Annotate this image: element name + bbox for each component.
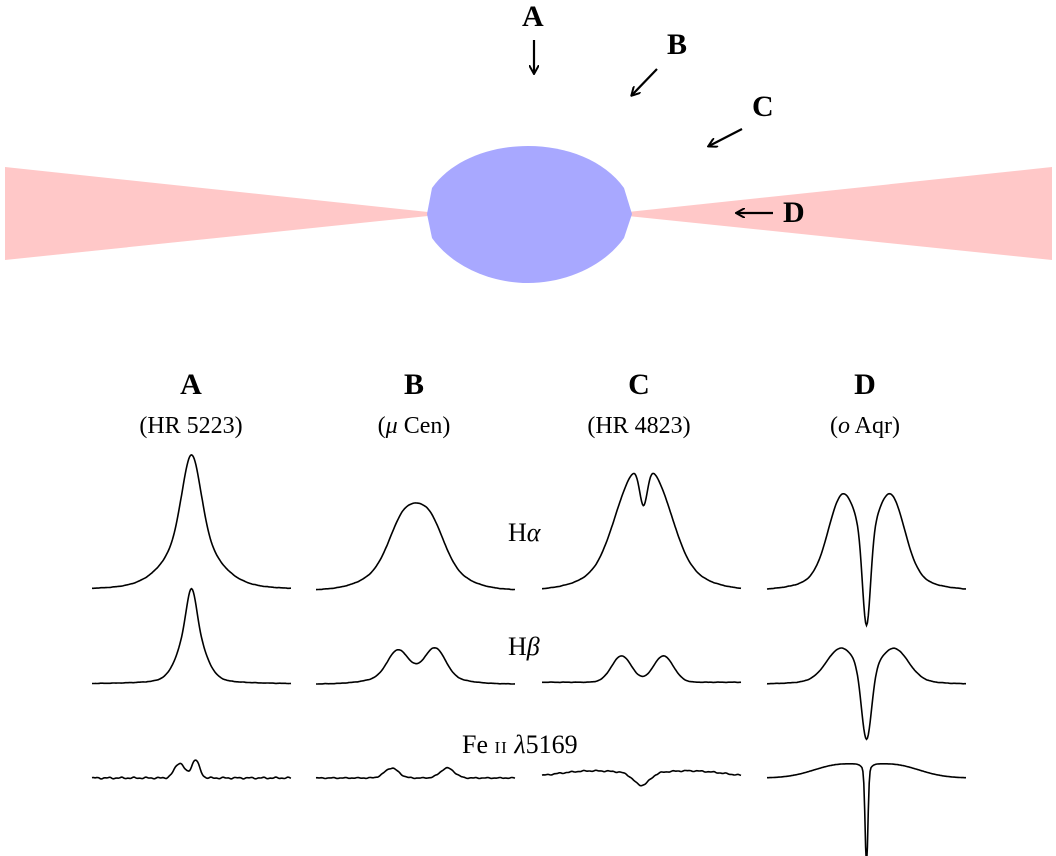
- line-label-halpha: Hα: [508, 520, 540, 546]
- profile-fe-c: [541, 769, 742, 787]
- view-label-a: A: [522, 0, 544, 33]
- profile-halpha-a: [92, 454, 291, 590]
- profile-hbeta-d: [766, 647, 966, 741]
- profile-halpha-b: [316, 502, 515, 591]
- star-name-open: (: [830, 413, 838, 439]
- profile-hbeta-a: [92, 587, 292, 685]
- star-name: (μ Cen): [314, 414, 514, 438]
- line-label-prefix: H: [508, 632, 527, 661]
- profile-halpha-d: [766, 492, 966, 628]
- line-label-prefix: H: [508, 518, 527, 547]
- view-label-c: C: [752, 90, 774, 123]
- column-letter: A: [180, 368, 202, 401]
- arrow-view-c: [709, 128, 743, 146]
- star-name-rest: Aqr): [850, 413, 900, 439]
- column-header-c: C (HR 4823): [539, 368, 739, 439]
- line-label-symbol: β: [526, 632, 540, 661]
- column-letter: D: [854, 368, 876, 401]
- profile-fe-b: [315, 766, 516, 780]
- star-name-rest: Cen): [397, 413, 451, 439]
- profile-fe-a: [91, 759, 292, 780]
- view-label-d: D: [783, 196, 805, 229]
- column-letter: C: [628, 368, 650, 401]
- column-header-b: B (μ Cen): [314, 368, 514, 439]
- line-label-fe: Fe II λ5169: [462, 732, 578, 758]
- view-label-b: B: [667, 28, 688, 61]
- star-greek-symbol: μ: [385, 413, 398, 439]
- profile-hbeta-c: [542, 654, 742, 684]
- star-greek-symbol: o: [838, 413, 850, 439]
- profile-halpha-c: [542, 472, 742, 590]
- profile-hbeta-b: [316, 646, 515, 685]
- line-label-ion: II: [494, 738, 508, 757]
- star-name: (HR 4823): [587, 413, 691, 439]
- star-name: (HR 5223): [139, 413, 243, 439]
- line-label-hbeta: Hβ: [508, 634, 540, 660]
- disk-geometry-schematic: [5, 40, 1052, 283]
- line-label-prefix: Fe: [462, 730, 495, 759]
- circumstellar-disk-left: [5, 167, 428, 260]
- arrow-view-b: [632, 68, 658, 95]
- central-star: [427, 146, 632, 283]
- column-header-a: A (HR 5223): [91, 368, 291, 439]
- line-label-wavelength: 5169: [525, 730, 578, 759]
- line-label-symbol: λ: [507, 730, 526, 759]
- line-label-symbol: α: [526, 518, 541, 547]
- star-name-open: (: [377, 413, 386, 439]
- column-letter: B: [403, 368, 424, 401]
- circumstellar-disk-right: [628, 167, 1052, 260]
- profile-fe-d: [767, 763, 966, 856]
- column-header-d: D (o Aqr): [765, 368, 965, 439]
- star-name: (o Aqr): [765, 414, 965, 438]
